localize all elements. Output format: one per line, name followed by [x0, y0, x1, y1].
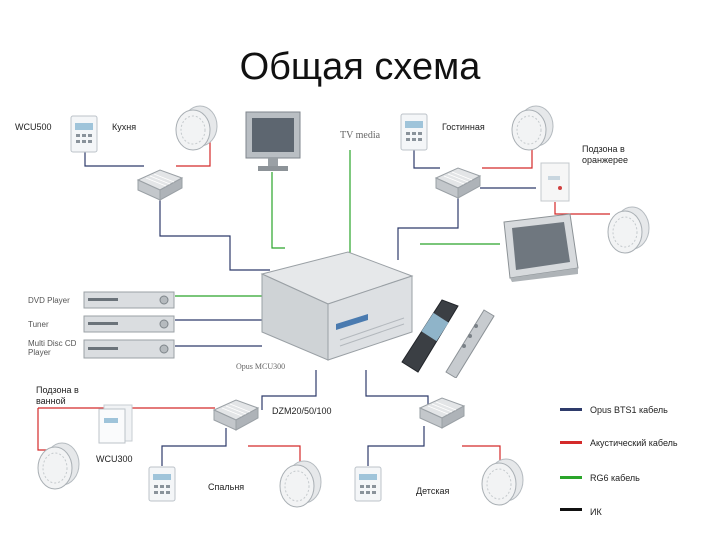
wire-kitchen-dzm: [159, 198, 270, 271]
source-stack-icon: [83, 291, 175, 359]
speaker-living-icon: [511, 105, 554, 151]
wire-living-dzm: [397, 198, 459, 260]
speaker-bedroom-icon: [279, 460, 322, 508]
label-bedroom: Спальня: [208, 482, 245, 492]
legend-label-bts1: Opus BTS1 кабель: [590, 405, 668, 415]
wire-bath-dzm: [261, 370, 317, 410]
brand-opus-main: Opus MCU300: [236, 362, 286, 371]
label-wcu300: WCU300: [96, 454, 133, 464]
legend-label-ir: ИК: [590, 507, 602, 517]
legend-swatch-bts1: [560, 408, 582, 411]
label-dvd-player: DVD Player: [28, 296, 70, 305]
wire-kids-speaker: [462, 445, 501, 460]
remote-controls-icon: [401, 299, 495, 378]
label-wcu500: WCU500: [15, 122, 52, 132]
legend-swatch-ir: [560, 508, 582, 511]
label-tuner: Tuner: [28, 320, 49, 329]
label-living-room: Гостинная: [442, 122, 485, 132]
legend-swatch-rg6: [560, 476, 582, 479]
brand-tv-media: TV media: [340, 130, 381, 141]
wire-bedroom-speaker: [248, 445, 301, 462]
opus-main-unit-icon: [260, 251, 414, 361]
speaker-bathroom-icon: [37, 442, 80, 490]
wcu500-keypad-living-icon: [400, 113, 428, 151]
lcd-monitor-icon: [245, 111, 301, 171]
label-kids-room: Детская: [416, 486, 450, 496]
wcu300-wall-unit-icon: [98, 404, 133, 444]
speaker-kids-icon: [481, 458, 524, 506]
label-dzm: DZM20/50/100: [272, 406, 332, 416]
label-subzone-bathroom: Подзона в ванной: [36, 385, 79, 406]
wire-tv-small: [271, 172, 285, 249]
legend-swatch-acoustic: [560, 441, 582, 444]
legend-label-rg6: RG6 кабель: [590, 473, 640, 483]
speaker-greenhouse-icon: [607, 206, 650, 254]
legend-label-acoustic: Акустический кабель: [590, 438, 678, 448]
page-title: Общая схема: [239, 46, 481, 88]
dzm-module-kids-icon: [418, 397, 466, 429]
label-kitchen: Кухня: [112, 122, 137, 132]
wcu300-keypad-bedroom-icon: [148, 466, 176, 502]
wire-kitchen-keypad: [84, 150, 144, 167]
dzm-module-kitchen-icon: [136, 169, 184, 201]
label-subzone-greenhouse: Подзона в оранжерее: [582, 144, 629, 165]
label-multidisc: Multi Disc CD Player: [28, 339, 77, 357]
dzm-module-bedroom-icon: [212, 399, 260, 431]
wire-kitchen-speaker: [176, 136, 211, 167]
wire-bedroom-keypad: [161, 428, 227, 466]
wire-kids-dzm: [365, 370, 429, 404]
greenhouse-wall-unit-icon: [540, 162, 570, 202]
speaker-kitchen-icon: [175, 105, 218, 151]
wire-kids-keypad: [367, 426, 425, 466]
wcu300-keypad-kids-icon: [354, 466, 382, 502]
crt-tv-icon: [503, 213, 579, 282]
dzm-module-living-icon: [434, 167, 482, 199]
wire-living-speaker: [482, 146, 533, 169]
wcu500-keypad-kitchen-icon: [70, 115, 98, 153]
wire-greenhouse: [554, 202, 610, 215]
source-stack: DVD Player Tuner Multi Disc CD Player: [28, 290, 176, 360]
wire-living-keypad: [413, 150, 440, 169]
